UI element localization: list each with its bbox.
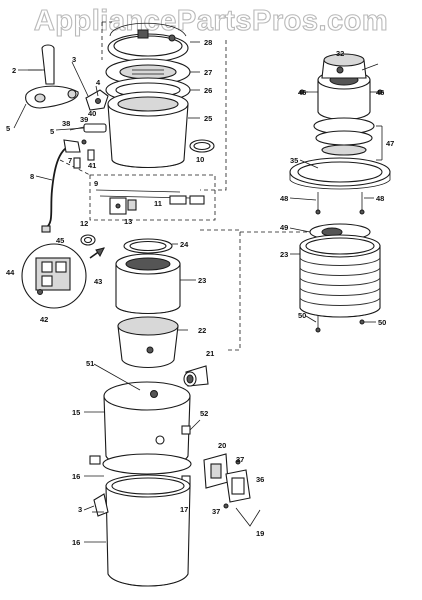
callout-labels: 2 3 4 5 5 38 39 40 7 41 8 9 11 12 13 45 … [6,38,394,547]
callout-52: 52 [200,409,208,418]
dashed-leader-lines [59,21,336,351]
callout-3: 3 [72,55,76,64]
part-motor [299,53,384,120]
callout-42: 42 [40,315,48,324]
callout-8: 8 [30,172,34,181]
part-handle [25,44,79,109]
part-motor-housing [299,234,381,318]
part-grommet [80,234,96,246]
callout-13: 13 [124,217,132,226]
callout-16: 16 [72,472,80,481]
callout-43: 43 [94,277,102,286]
callout-41: 41 [88,161,96,170]
callout-11: 11 [154,199,162,208]
callout-28: 28 [204,38,212,47]
part-wiring-assembly [95,189,205,215]
callout-36: 36 [256,475,264,484]
callout-17: 17 [180,505,188,514]
part-liner [117,316,188,369]
callout-46: 46 [298,88,306,97]
detail-switch-circle [21,243,105,309]
callout-46-right: 46 [376,88,384,97]
part-motor-plate [289,157,391,190]
callout-5: 5 [6,124,10,133]
part-filter-cartridge [115,253,181,314]
part-filter-disc [189,139,215,153]
callout-24: 24 [180,240,189,249]
part-inlet-fitting [183,365,209,387]
part-upper-body [107,91,189,169]
callout-leaders [13,41,374,543]
part-power-cord [41,139,81,233]
watermark: AppliancePartsPros.com [34,5,388,37]
callout-20: 20 [218,441,226,450]
part-screws [315,192,365,215]
callout-12: 12 [80,219,88,228]
part-motor-gaskets [313,117,383,161]
callout-5-lower: 5 [50,127,54,136]
callout-3-lower: 3 [78,505,82,514]
part-small-fasteners [73,139,95,169]
callout-37-lower: 37 [212,507,220,516]
callout-47: 47 [386,139,394,148]
callout-7: 7 [68,156,72,165]
callout-27: 27 [204,68,212,77]
callout-35: 35 [290,156,298,165]
callout-23-right: 23 [280,250,288,259]
callout-25: 25 [204,114,212,123]
callout-19: 19 [256,529,264,538]
callout-45: 45 [56,236,64,245]
callout-37: 37 [236,455,244,464]
callout-9: 9 [94,179,98,188]
callout-40: 40 [88,109,96,118]
part-lower-tank [92,474,191,587]
callout-50: 50 [298,311,306,320]
part-top-lid [107,22,189,63]
callout-44: 44 [6,268,15,277]
callout-48-right: 48 [376,194,384,203]
callout-32: 32 [336,49,344,58]
callout-48: 48 [280,194,288,203]
callout-49: 49 [280,223,288,232]
callout-2: 2 [12,66,16,75]
callout-10: 10 [196,155,204,164]
callout-4: 4 [96,78,101,87]
callout-22: 22 [198,326,206,335]
callout-39: 39 [80,115,88,124]
callout-51: 51 [86,359,94,368]
part-exhaust-plates [203,453,261,527]
callout-23: 23 [198,276,206,285]
part-ring [123,238,173,254]
callout-21: 21 [206,349,214,358]
part-filter-plate [105,58,191,86]
part-canister-body [102,381,192,475]
callout-26: 26 [204,86,212,95]
callout-16-lower: 16 [72,538,80,547]
callout-38: 38 [62,119,70,128]
part-base-screws [315,316,376,333]
callout-15: 15 [72,408,80,417]
callout-50-right: 50 [378,318,386,327]
